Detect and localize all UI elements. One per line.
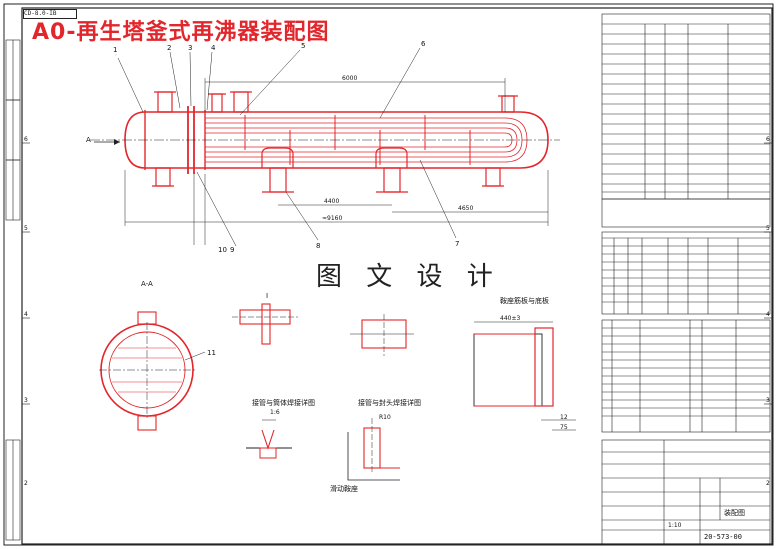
notes-block [601, 198, 771, 228]
balloon-7: 7 [455, 240, 460, 248]
saddle-detail-view [473, 321, 576, 431]
zone-right-3: 3 [766, 397, 770, 404]
section-aa-view [99, 311, 206, 431]
balloon-4: 4 [211, 44, 216, 52]
dim-overall: ≈9160 [322, 215, 343, 222]
dim-2: R10 [379, 414, 391, 421]
weld-detail-1 [246, 419, 292, 459]
weld-note-1: 接管与筒体焊接详图 [252, 399, 315, 407]
technical-table [601, 13, 771, 200]
balloon-5: 5 [301, 42, 306, 50]
zone-right-4: 4 [766, 311, 770, 318]
saddle-supports [261, 147, 408, 193]
tube-bundle [205, 117, 528, 163]
part-note: 滑动鞍座 [330, 485, 358, 493]
parts-list-table [601, 319, 771, 433]
section-label: A-A [141, 280, 153, 288]
dim-1: 1:6 [270, 409, 280, 416]
top-nozzles [154, 91, 518, 113]
watermark-text: 图 文 设 计 [316, 262, 501, 292]
arrow-label: A [86, 136, 91, 144]
dim-right-length: 4650 [458, 205, 474, 212]
zone-left-6: 6 [24, 136, 28, 143]
dim-saddle-span: 4400 [324, 198, 340, 205]
drawing-number: 20-573-00 [704, 533, 742, 541]
zone-left-3: 3 [24, 397, 28, 404]
balloon-10: 10 [218, 246, 227, 254]
dim-saddle-width: 440±3 [500, 315, 521, 322]
weld-note-2: 接管与封头焊接详图 [358, 399, 421, 407]
bottom-nozzles [152, 167, 504, 187]
small-section-view [350, 314, 414, 356]
balloon-11: 11 [207, 349, 216, 357]
dim-4: 75 [560, 424, 568, 431]
left-margin-strips [5, 39, 21, 541]
detail-i-view [232, 303, 298, 345]
inner-border [21, 7, 773, 545]
weld-detail-2 [347, 418, 400, 481]
zone-left-4: 4 [24, 311, 28, 318]
balloon-9: 9 [230, 246, 235, 254]
nozzle-table [601, 231, 771, 315]
balloon-1: 1 [113, 46, 118, 54]
main-elevation-view [90, 47, 560, 247]
balloon-2: 2 [167, 44, 172, 52]
corner-tag: CD-8.0-IB [23, 9, 77, 19]
zone-right-5: 5 [766, 225, 770, 232]
balloon-6: 6 [421, 40, 426, 48]
title-block [601, 439, 771, 545]
dim-3: 12 [560, 414, 568, 421]
sheet-label: 装配图 [724, 509, 745, 517]
zone-left-5: 5 [24, 225, 28, 232]
balloon-8: 8 [316, 242, 321, 250]
zone-right-6: 6 [766, 136, 770, 143]
dimension-lines [124, 78, 549, 245]
zone-left-2: 2 [24, 480, 28, 487]
drawing-title: A0-再生塔釜式再沸器装配图 [32, 20, 330, 45]
dim-tube-length: 6000 [342, 75, 358, 82]
zone-right-2: 2 [766, 480, 770, 487]
balloon-3: 3 [188, 44, 193, 52]
scale-label: 1:10 [668, 522, 682, 529]
leader-lines [117, 47, 457, 247]
outer-border [3, 3, 774, 546]
support-note: 鞍座筋板与底板 [500, 297, 549, 305]
detail-label: I [266, 292, 269, 300]
zone-ticks [22, 142, 772, 405]
baffles [244, 115, 471, 165]
